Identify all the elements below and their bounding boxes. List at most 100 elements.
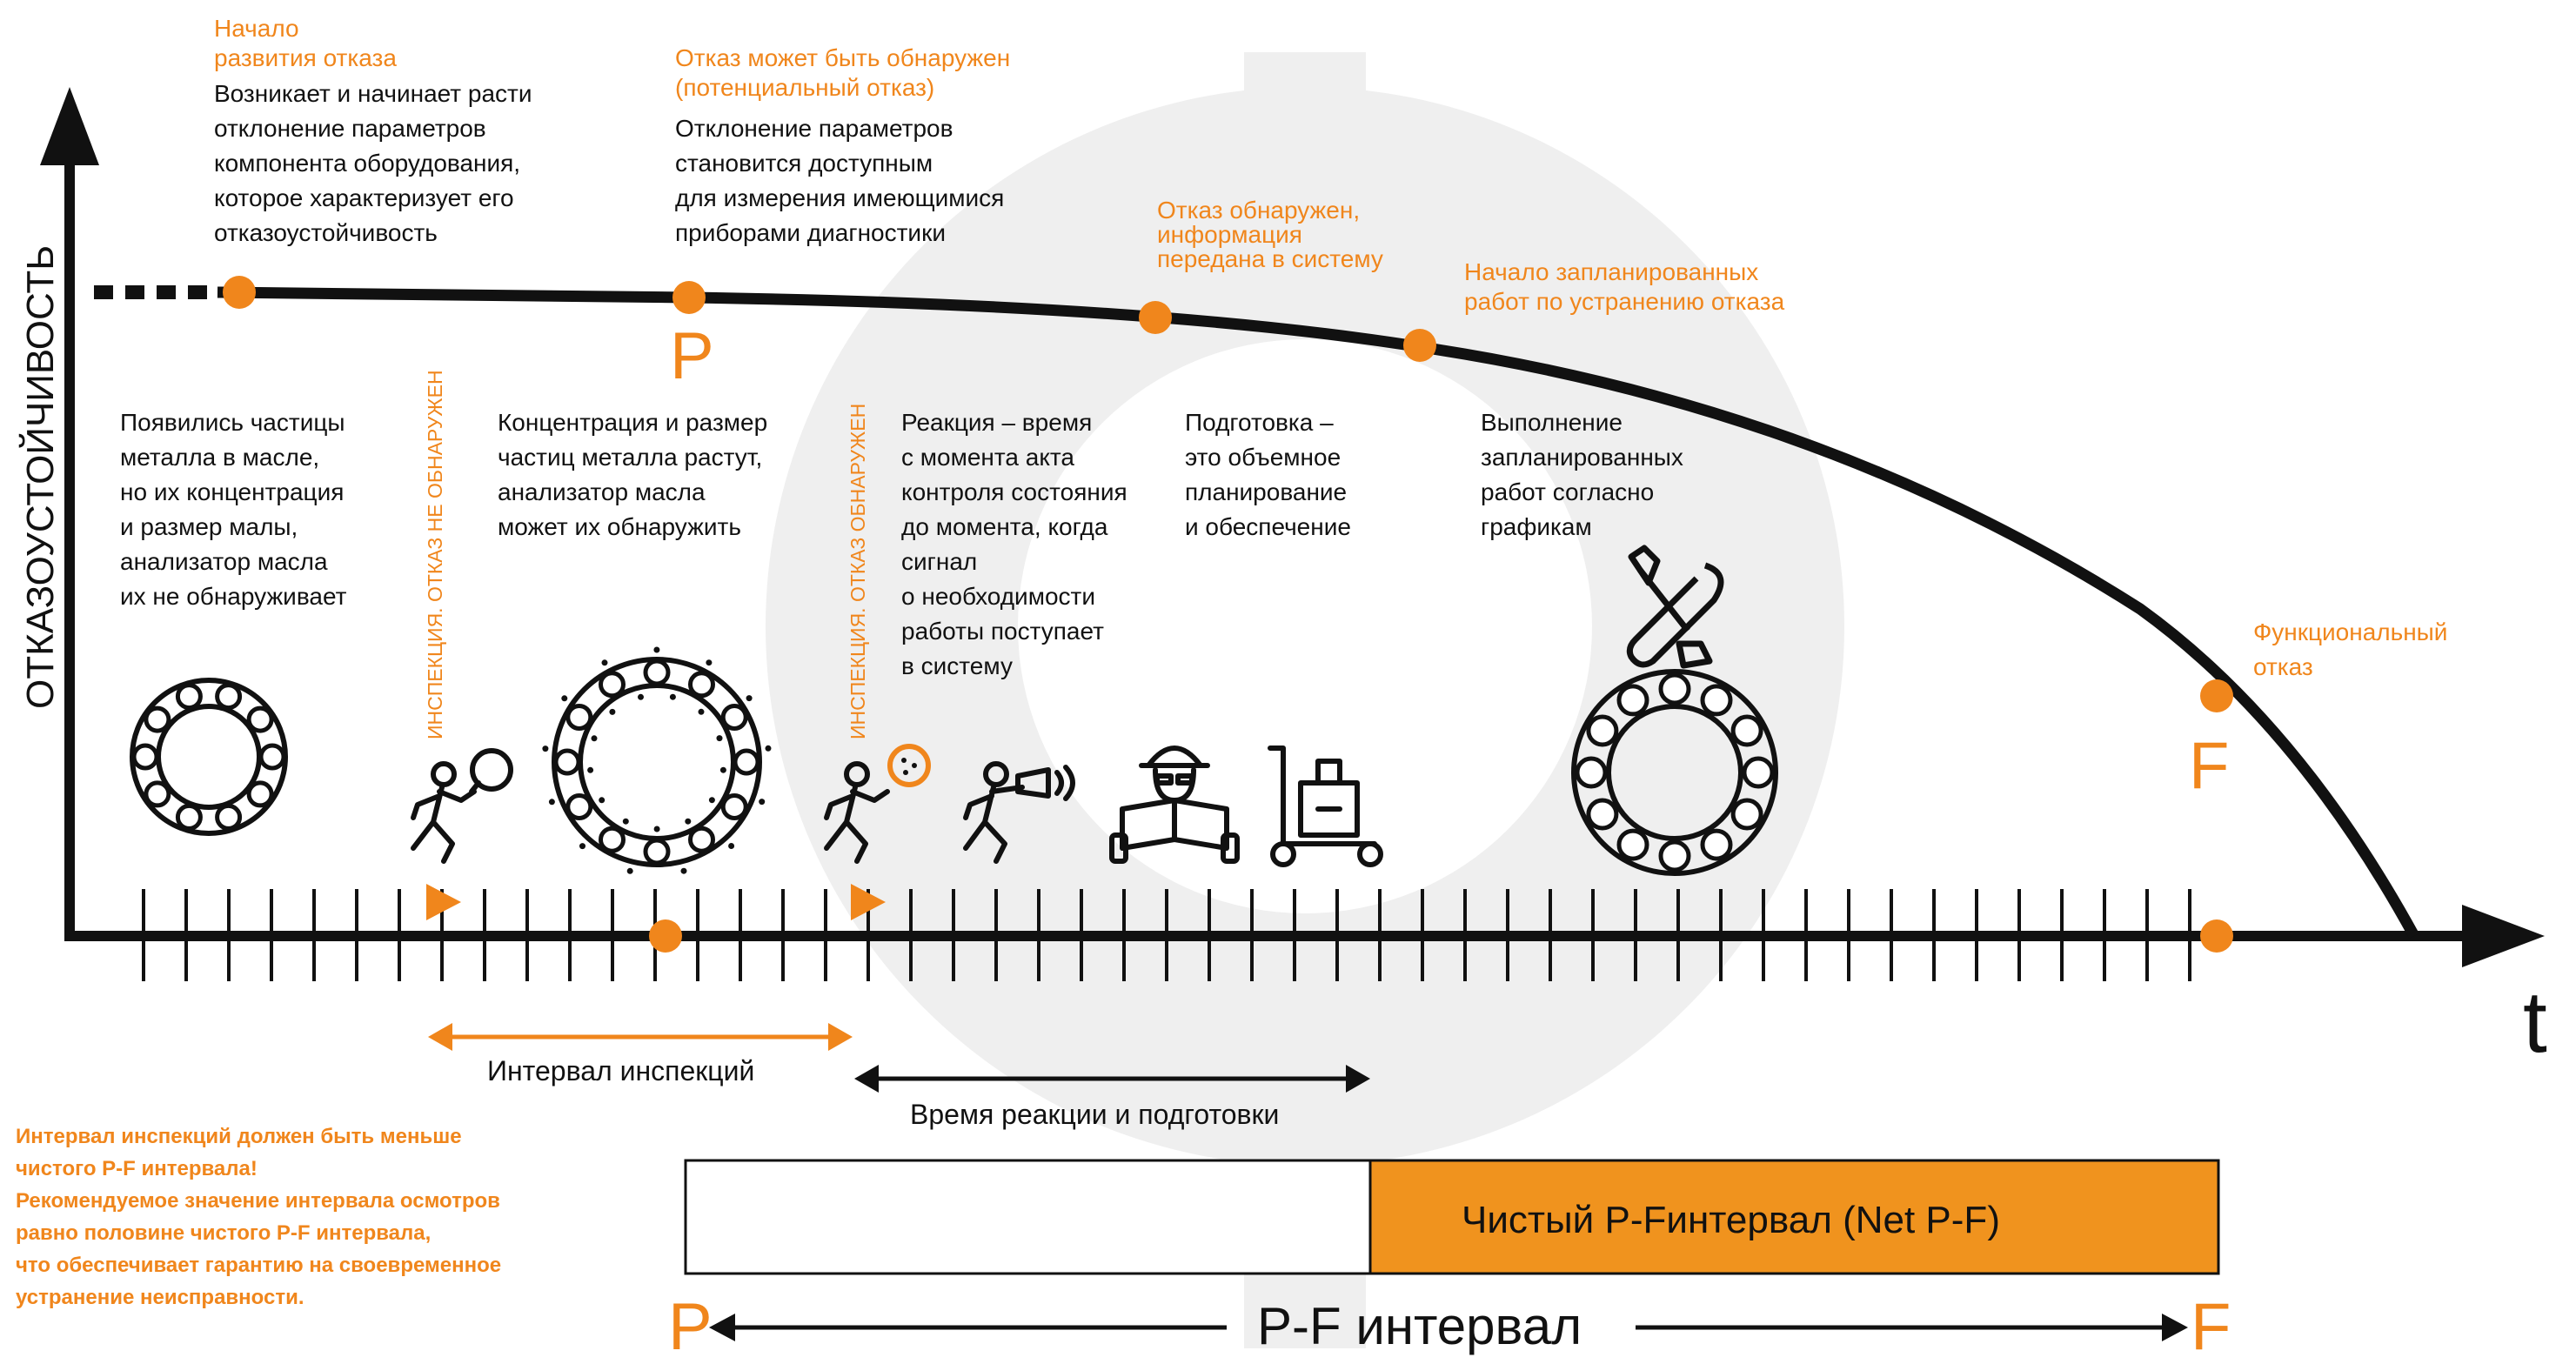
bearing-ball (175, 803, 203, 831)
bearing-ball (1730, 714, 1763, 747)
bearing-ball (565, 793, 593, 820)
resistance-curve (217, 286, 2419, 939)
metal-particle (601, 659, 608, 666)
cart-icon (1268, 746, 1383, 867)
bearing-ball (215, 803, 243, 831)
point-start (223, 276, 256, 309)
inspection-interval-arrow (428, 1023, 853, 1051)
metal-particle (669, 693, 676, 700)
bearing-ball (1658, 839, 1691, 873)
metal-particle (579, 843, 585, 850)
bearing-ball (1700, 828, 1733, 861)
metal-particle (548, 799, 555, 806)
metal-particle (626, 867, 633, 874)
bearing-ball (720, 793, 748, 820)
bearing-ball (215, 683, 243, 711)
bearing-icon (1571, 669, 1778, 876)
bearing-ball (643, 838, 671, 866)
axis-point-p (649, 919, 682, 953)
bearing-ball (599, 671, 626, 699)
metal-particle (561, 695, 568, 702)
stage-1-desc: Появились частицы металла в масле, но их… (120, 409, 347, 610)
f-title: Функциональный отказ (2253, 618, 2448, 680)
bearing-ball (1616, 828, 1649, 861)
bearing-ball (643, 659, 671, 686)
bearing-ball (1586, 714, 1619, 747)
reaction-interval-label: Время реакции и подготовки (910, 1099, 1280, 1130)
bearing-ball (733, 748, 760, 776)
metal-particle (599, 797, 606, 804)
net-pf-label: Чистый Р-Fинтервал (Net P-F) (1462, 1199, 2000, 1241)
bearing-ball (1742, 756, 1775, 789)
detected-title: Отказ обнаружен, информация передана в с… (1157, 197, 1383, 272)
bearing-ball (246, 780, 274, 808)
bearing-ball (131, 743, 159, 771)
f-letter: F (2189, 729, 2230, 803)
bearing-ball (565, 704, 593, 731)
pf-bottom-p: P (668, 1290, 713, 1364)
point-p (672, 281, 706, 314)
stage-5-desc: Выполнение запланированных работ согласн… (1481, 409, 1683, 540)
bearing-ball (1700, 684, 1733, 717)
metal-particle (765, 745, 772, 752)
metal-particle (622, 818, 629, 825)
stage-3-desc: Реакция – время с момента акта контроля … (901, 409, 1127, 679)
bearing-ball (599, 826, 626, 853)
start-title: Начало развития отказа (214, 15, 397, 71)
p-desc: Отклонение параметров становится доступн… (675, 115, 1005, 246)
metal-particle (653, 826, 660, 832)
metal-particle (638, 693, 644, 700)
inspection-1-label: ИНСПЕКЦИЯ. ОТКАЗ НЕ ОБНАРУЖЕН (424, 370, 446, 739)
bearing-ball (720, 704, 748, 731)
inspection-marker-2 (851, 884, 886, 920)
metal-particle (698, 708, 705, 715)
net-pf-bar (1368, 1159, 2220, 1275)
reaction-interval-arrow (854, 1065, 1370, 1093)
inspection-marker-1 (426, 884, 461, 920)
bearing-ball (144, 705, 171, 733)
bearing-ball (688, 826, 715, 853)
bearing-ball (553, 748, 581, 776)
metal-particle (728, 843, 735, 849)
reaction-icon (963, 761, 1075, 864)
axis-point-f (2200, 919, 2233, 953)
point-detected (1139, 301, 1172, 334)
bearing-icon (130, 678, 288, 836)
metal-particle (587, 766, 594, 773)
bearing-ball (246, 705, 274, 733)
planned-title: Начало запланированных работ по устранен… (1464, 258, 1785, 315)
metal-particle (708, 797, 715, 804)
y-axis-arrow (40, 87, 99, 165)
bearing-ball (688, 671, 715, 699)
metal-particle (759, 799, 766, 806)
metal-particle (609, 708, 616, 715)
point-f (2200, 679, 2233, 712)
metal-particle (716, 735, 723, 742)
inspector-icon (411, 748, 513, 864)
metal-particle (653, 646, 660, 653)
time-ticks (142, 889, 2191, 981)
metal-particle (706, 659, 713, 666)
pf-empty-bar (684, 1159, 1372, 1275)
p-letter: P (670, 319, 714, 393)
bearing-ball (1586, 798, 1619, 831)
metal-particle (542, 746, 549, 752)
p-title: Отказ может быть обнаружен (потенциальны… (675, 44, 1011, 101)
y-axis-label: ОТКАЗОУСТОЙЧИВОСТЬ (19, 244, 62, 709)
metal-particle (685, 818, 692, 825)
inspection-2-label: ИНСПЕКЦИЯ. ОТКАЗ ОБНАРУЖЕН (846, 403, 869, 739)
stage-4-desc: Подготовка – это объемное планирование и… (1185, 409, 1351, 540)
inspection-interval-label: Интервал инспекций (487, 1055, 755, 1087)
bearing-ball (1575, 756, 1608, 789)
bearing-icon (542, 646, 772, 874)
recommendation-note: Интервал инспекций должен быть меньше чи… (16, 1125, 502, 1309)
bearing-ball (144, 780, 171, 808)
metal-particle (746, 695, 753, 702)
start-desc: Возникает и начинает расти отклонение па… (214, 80, 532, 246)
bearing-ball (258, 743, 286, 771)
metal-particle (719, 766, 726, 773)
inspector-icon (824, 744, 931, 864)
